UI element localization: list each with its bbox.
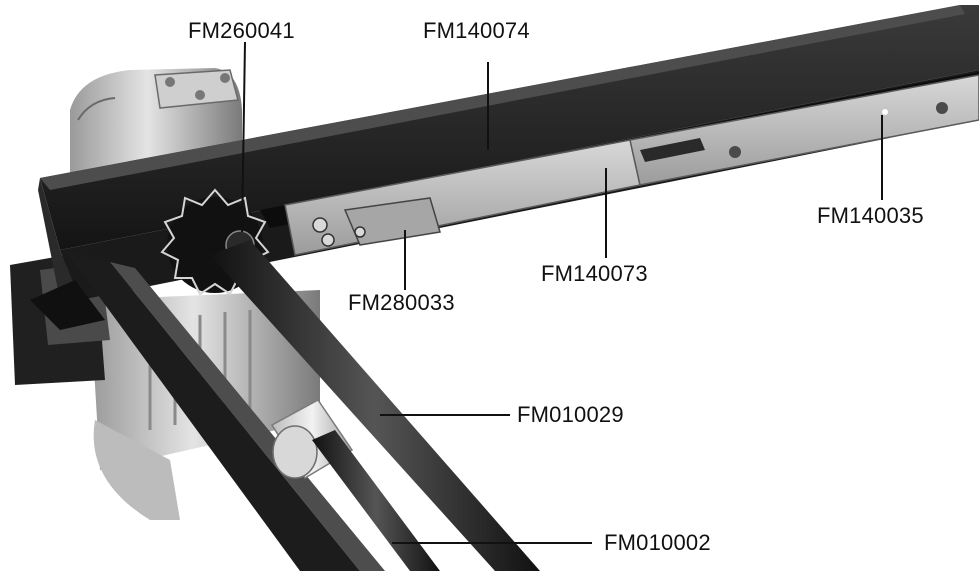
label-fm140073: FM140073 [541, 261, 648, 286]
label-fm280033: FM280033 [348, 290, 455, 315]
clamp-bracket [312, 197, 441, 247]
rod-upper [210, 240, 540, 571]
side-frame [30, 250, 385, 571]
label-fm010029: FM010029 [517, 402, 624, 427]
leader-lines [241, 41, 883, 544]
label-fm140035: FM140035 [817, 203, 924, 228]
label-fm010002: FM010002 [604, 530, 711, 555]
label-fm260041: FM260041 [188, 18, 295, 43]
label-fm140074: FM140074 [423, 18, 530, 43]
leader-fm260041 [241, 41, 246, 233]
rod-lower [312, 430, 440, 571]
